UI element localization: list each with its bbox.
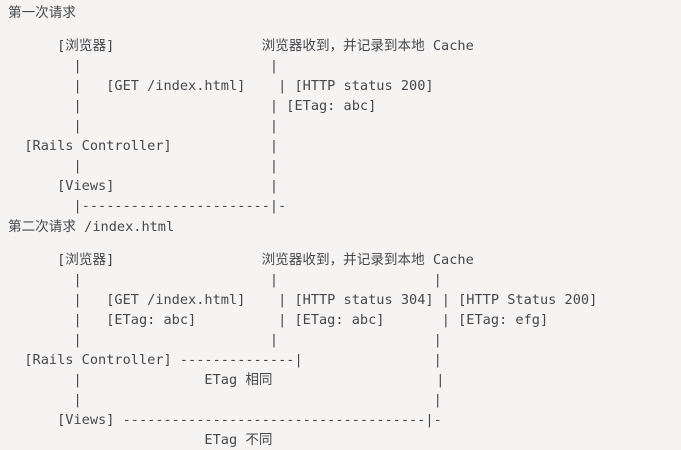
ascii-flow-first-request: [浏览器] 浏览器收到，并记录到本地 Cache | | | [GET /ind… [24,38,474,214]
section-title-first-request: 第一次请求 [8,5,76,21]
ascii-flow-second-request: [浏览器] 浏览器收到，并记录到本地 Cache | | | | [GET /i… [24,252,598,448]
section-title-second-request: 第二次请求 /index.html [8,219,175,235]
